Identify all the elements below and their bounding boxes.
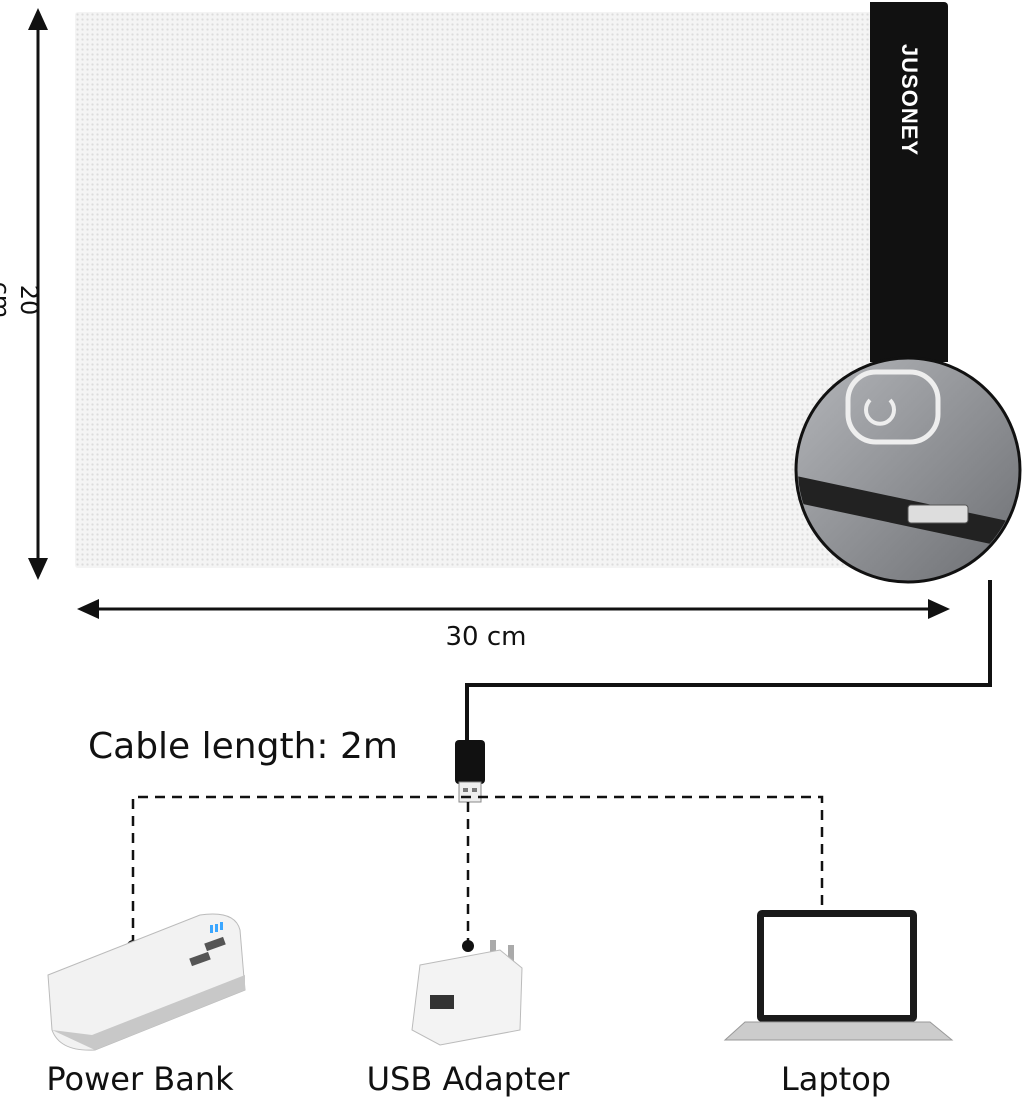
usb-adapter-icon bbox=[411, 940, 523, 1046]
laptop-icon bbox=[723, 910, 954, 1041]
height-arrow bbox=[28, 8, 48, 580]
height-label: 20 cm bbox=[0, 281, 43, 319]
power-button-inset bbox=[794, 356, 1022, 584]
width-arrow bbox=[77, 599, 950, 619]
laptop-label: Laptop bbox=[780, 1060, 892, 1098]
power-icon bbox=[845, 369, 941, 445]
usb-cable bbox=[465, 580, 992, 742]
cable-length-label: Cable length: 2m bbox=[88, 726, 398, 767]
power-bank-label: Power Bank bbox=[46, 1060, 234, 1098]
light-pad bbox=[75, 12, 875, 568]
power-bank-icon bbox=[47, 913, 246, 1051]
width-label: 30 cm bbox=[445, 622, 527, 652]
light-pad-strip bbox=[870, 2, 948, 362]
connection-lines bbox=[131, 795, 824, 945]
usb-plug-icon bbox=[455, 740, 485, 803]
usb-adapter-label: USB Adapter bbox=[366, 1060, 570, 1098]
